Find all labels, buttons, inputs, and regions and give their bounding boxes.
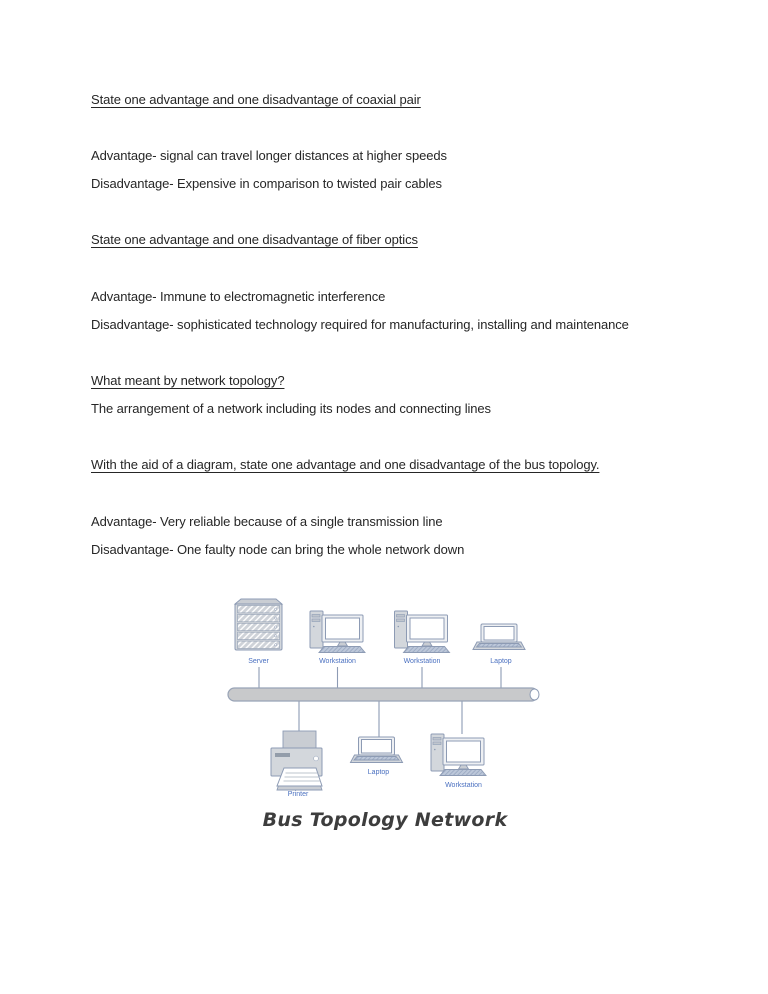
- bus-topology-diagram: Server Workstation Workstation Laptop Pr…: [227, 598, 540, 831]
- workstation-icon: [309, 610, 366, 653]
- workstation-icon: [394, 610, 450, 653]
- fiber-disadvantage-text: Disadvantage- sophisticated technology r…: [91, 317, 629, 332]
- question-coaxial-heading: State one advantage and one disadvantage…: [91, 92, 421, 107]
- bus-advantage-text: Advantage- Very reliable because of a si…: [91, 514, 443, 529]
- topology-definition-text: The arrangement of a network including i…: [91, 401, 491, 416]
- device-label-workstation-1: Workstation: [319, 658, 356, 665]
- bus-cable: [227, 687, 540, 702]
- coaxial-advantage-text: Advantage- signal can travel longer dist…: [91, 148, 447, 163]
- device-label-server: Server: [248, 658, 269, 665]
- question-topology-heading: What meant by network topology?: [91, 373, 285, 388]
- device-label-printer: Printer: [288, 791, 309, 798]
- workstation-icon: [430, 733, 487, 776]
- question-bus-heading: With the aid of a diagram, state one adv…: [91, 457, 600, 472]
- question-fiber-heading: State one advantage and one disadvantage…: [91, 232, 418, 247]
- printer-icon: [270, 730, 323, 791]
- laptop-icon: [472, 623, 526, 650]
- diagram-caption: Bus Topology Network: [263, 809, 509, 831]
- coaxial-disadvantage-text: Disadvantage- Expensive in comparison to…: [91, 176, 442, 191]
- device-label-laptop-bottom: Laptop: [368, 769, 390, 776]
- device-label-workstation-3: Workstation: [445, 782, 482, 789]
- bus-disadvantage-text: Disadvantage- One faulty node can bring …: [91, 542, 465, 557]
- device-label-laptop-top: Laptop: [490, 658, 512, 665]
- server-icon: [233, 598, 284, 651]
- device-label-workstation-2: Workstation: [404, 658, 441, 665]
- fiber-advantage-text: Advantage- Immune to electromagnetic int…: [91, 289, 386, 304]
- laptop-icon: [350, 736, 403, 763]
